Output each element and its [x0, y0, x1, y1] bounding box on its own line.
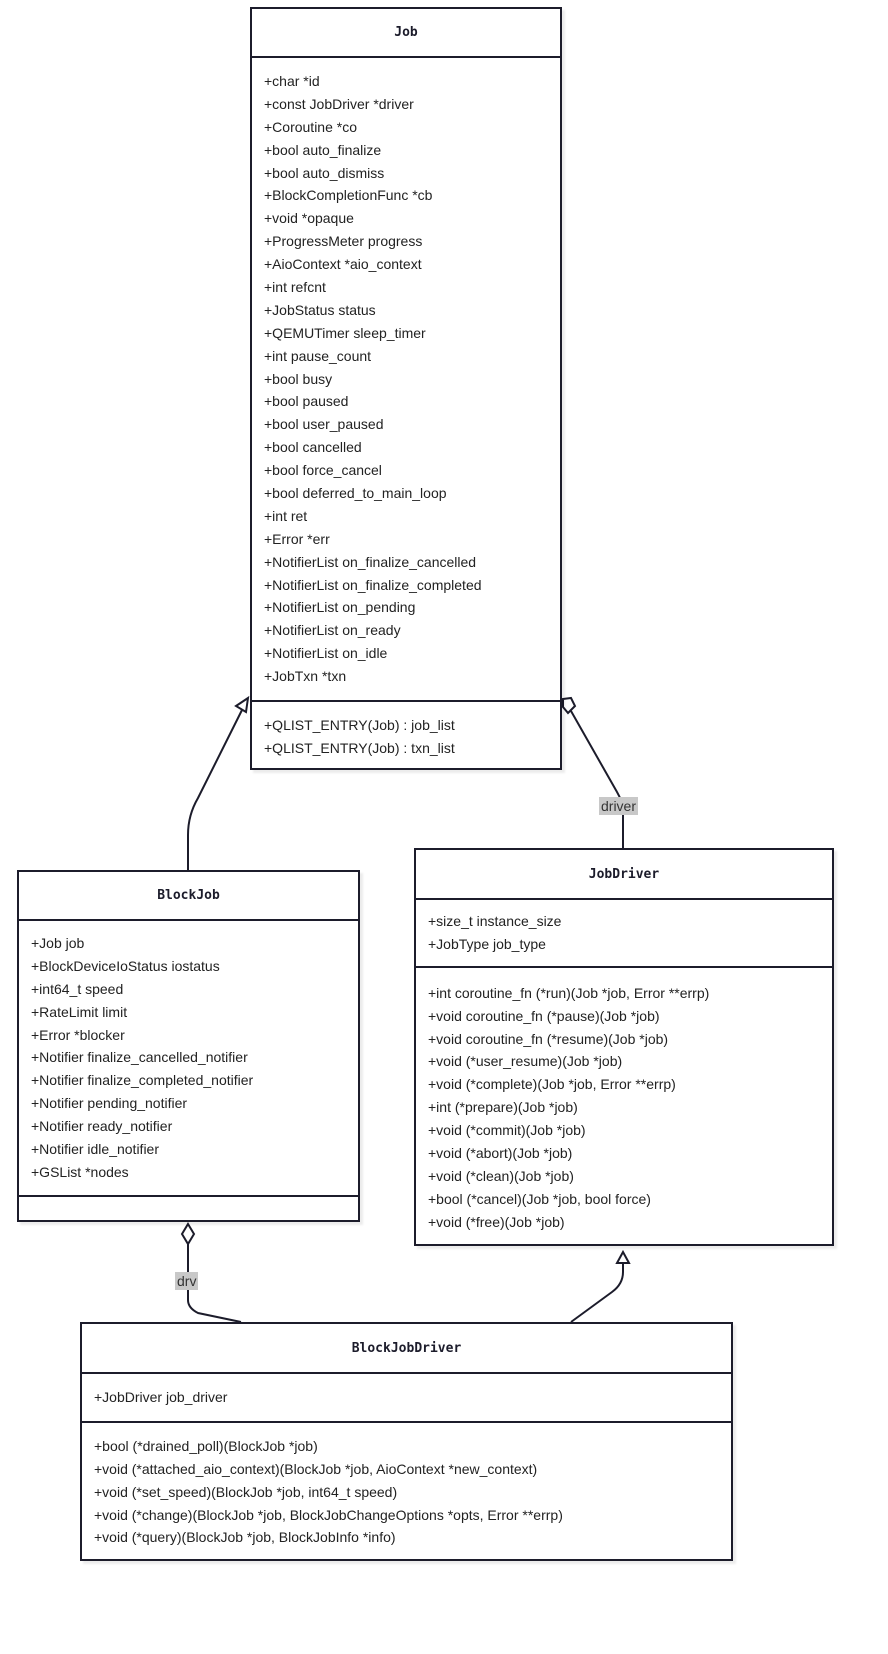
edge-blockjob-blockjobdriver	[187, 1244, 242, 1323]
attribute-row: +NotifierList on_pending	[264, 599, 416, 616]
attribute-row: +JobStatus status	[264, 301, 376, 318]
attribute-row: +Job job	[31, 935, 85, 951]
attribute-row: +int ret	[264, 507, 308, 524]
attribute-row: +BlockDeviceIoStatus iostatus	[31, 957, 220, 974]
method-row: +void (*change)(BlockJob *job, BlockJobC…	[94, 1506, 563, 1523]
relation-label-driver: driver	[599, 797, 639, 815]
method-row: +int coroutine_fn (*run)(Job *job, Error…	[428, 984, 710, 1001]
class-name: BlockJobDriver	[82, 1324, 731, 1374]
attribute-row: +Notifier ready_notifier	[31, 1118, 173, 1135]
attribute-row: +JobTxn *txn	[264, 668, 347, 685]
attribute-row: +Notifier pending_notifier	[31, 1095, 188, 1112]
attribute-row: +JobType job_type	[428, 935, 546, 952]
attribute-row: +Error *err	[264, 530, 330, 547]
attribute-row: +NotifierList on_finalize_cancelled	[264, 553, 477, 570]
method-row: +void (*free)(Job *job)	[428, 1213, 565, 1230]
method-row: +int (*prepare)(Job *job)	[428, 1099, 578, 1116]
attributes-section: +JobDriver job_driver	[82, 1372, 731, 1423]
inheritance-arrow-icon	[234, 695, 250, 714]
attribute-row: +size_t instance_size	[428, 913, 562, 929]
attribute-row: +AioContext *aio_context	[264, 256, 422, 273]
attributes-section: +size_t instance_size +JobType job_type	[416, 898, 832, 968]
attribute-row: +RateLimit limit	[31, 1003, 128, 1020]
class-blockjobdriver[interactable]: BlockJobDriver +JobDriver job_driver +bool…	[80, 1322, 733, 1561]
methods-section: +bool (*drained_poll)(BlockJob *job) +voi…	[82, 1423, 731, 1549]
attributes-section: +char *id +const JobDriver *driver +Corout…	[252, 56, 560, 703]
method-row: +void (*query)(BlockJob *job, BlockJobIn…	[94, 1529, 396, 1546]
attribute-row: +const JobDriver *driver	[264, 95, 414, 112]
class-blockjob[interactable]: BlockJob +Job job +BlockDeviceIoStatus ios…	[17, 870, 360, 1222]
method-row: +void (*abort)(Job *job)	[428, 1145, 573, 1162]
edge-blockjob-job	[187, 707, 244, 870]
attribute-row: +ProgressMeter progress	[264, 233, 423, 250]
method-row: +void (*commit)(Job *job)	[428, 1122, 586, 1139]
method-row: +void (*clean)(Job *job)	[428, 1167, 574, 1184]
class-name: BlockJob	[19, 872, 358, 921]
edge-job-jobdriver	[570, 710, 624, 848]
attribute-row: +bool busy	[264, 370, 333, 387]
class-job[interactable]: Job +char *id +const JobDriver *driver +Cor…	[250, 7, 562, 770]
attribute-row: +bool deferred_to_main_loop	[264, 485, 447, 502]
attribute-row: +Notifier finalize_cancelled_notifier	[31, 1049, 248, 1066]
class-name: Job	[252, 9, 560, 58]
class-name: JobDriver	[416, 850, 832, 900]
attribute-row: +BlockCompletionFunc *cb	[264, 187, 433, 204]
aggregation-diamond-icon	[562, 696, 577, 715]
attribute-row: +Coroutine *co	[264, 118, 358, 135]
method-row: +QLIST_ENTRY(Job) : job_list	[264, 717, 455, 734]
attribute-row: +bool paused	[264, 393, 349, 410]
method-row: +void (*complete)(Job *job, Error **errp…	[428, 1076, 676, 1093]
inheritance-arrow-icon	[615, 1249, 631, 1264]
method-row: +void (*user_resume)(Job *job)	[428, 1053, 623, 1070]
method-row: +bool (*drained_poll)(BlockJob *job)	[94, 1437, 318, 1454]
attribute-row: +char *id	[264, 73, 320, 89]
methods-section: +QLIST_ENTRY(Job) : job_list +QLIST_ENTRY…	[252, 702, 560, 760]
attribute-row: +void *opaque	[264, 210, 354, 227]
method-row: +bool (*cancel)(Job *job, bool force)	[428, 1190, 651, 1207]
method-row: +void coroutine_fn (*pause)(Job *job)	[428, 1007, 660, 1024]
attribute-row: +int64_t speed	[31, 980, 124, 997]
attribute-row: +NotifierList on_finalize_completed	[264, 576, 482, 593]
method-row: +void coroutine_fn (*resume)(Job *job)	[428, 1030, 669, 1047]
attribute-row: +GSList *nodes	[31, 1163, 129, 1180]
attribute-row: +NotifierList on_idle	[264, 645, 388, 662]
attribute-row: +Notifier idle_notifier	[31, 1141, 160, 1158]
attribute-row: +bool auto_finalize	[264, 141, 382, 158]
attribute-row: +Error *blocker	[31, 1026, 125, 1043]
attribute-row: +int pause_count	[264, 347, 372, 364]
attribute-row: +bool cancelled	[264, 439, 362, 456]
attribute-row: +NotifierList on_ready	[264, 622, 401, 639]
methods-section	[19, 1197, 358, 1209]
relation-label-drv: drv	[175, 1272, 199, 1290]
attribute-row: +bool force_cancel	[264, 462, 382, 479]
attribute-row: +bool user_paused	[264, 416, 384, 433]
attributes-section: +Job job +BlockDeviceIoStatus iostatus +in…	[19, 919, 358, 1197]
attribute-row: +Notifier finalize_completed_notifier	[31, 1072, 254, 1089]
attribute-row: +int refcnt	[264, 279, 326, 296]
method-row: +QLIST_ENTRY(Job) : txn_list	[264, 740, 455, 757]
attribute-row: +bool auto_dismiss	[264, 164, 385, 181]
method-row: +void (*set_speed)(BlockJob *job, int64_…	[94, 1483, 398, 1500]
edge-blockjobdriver-jobdriver	[570, 1262, 624, 1323]
attribute-row: +QEMUTimer sleep_timer	[264, 324, 426, 341]
attribute-row: +JobDriver job_driver	[94, 1389, 228, 1405]
aggregation-diamond-icon	[180, 1222, 196, 1246]
methods-section: +int coroutine_fn (*run)(Job *job, Error…	[416, 968, 832, 1234]
class-jobdriver[interactable]: JobDriver +size_t instance_size +JobType j…	[414, 848, 834, 1246]
method-row: +void (*attached_aio_context)(BlockJob *…	[94, 1460, 538, 1477]
